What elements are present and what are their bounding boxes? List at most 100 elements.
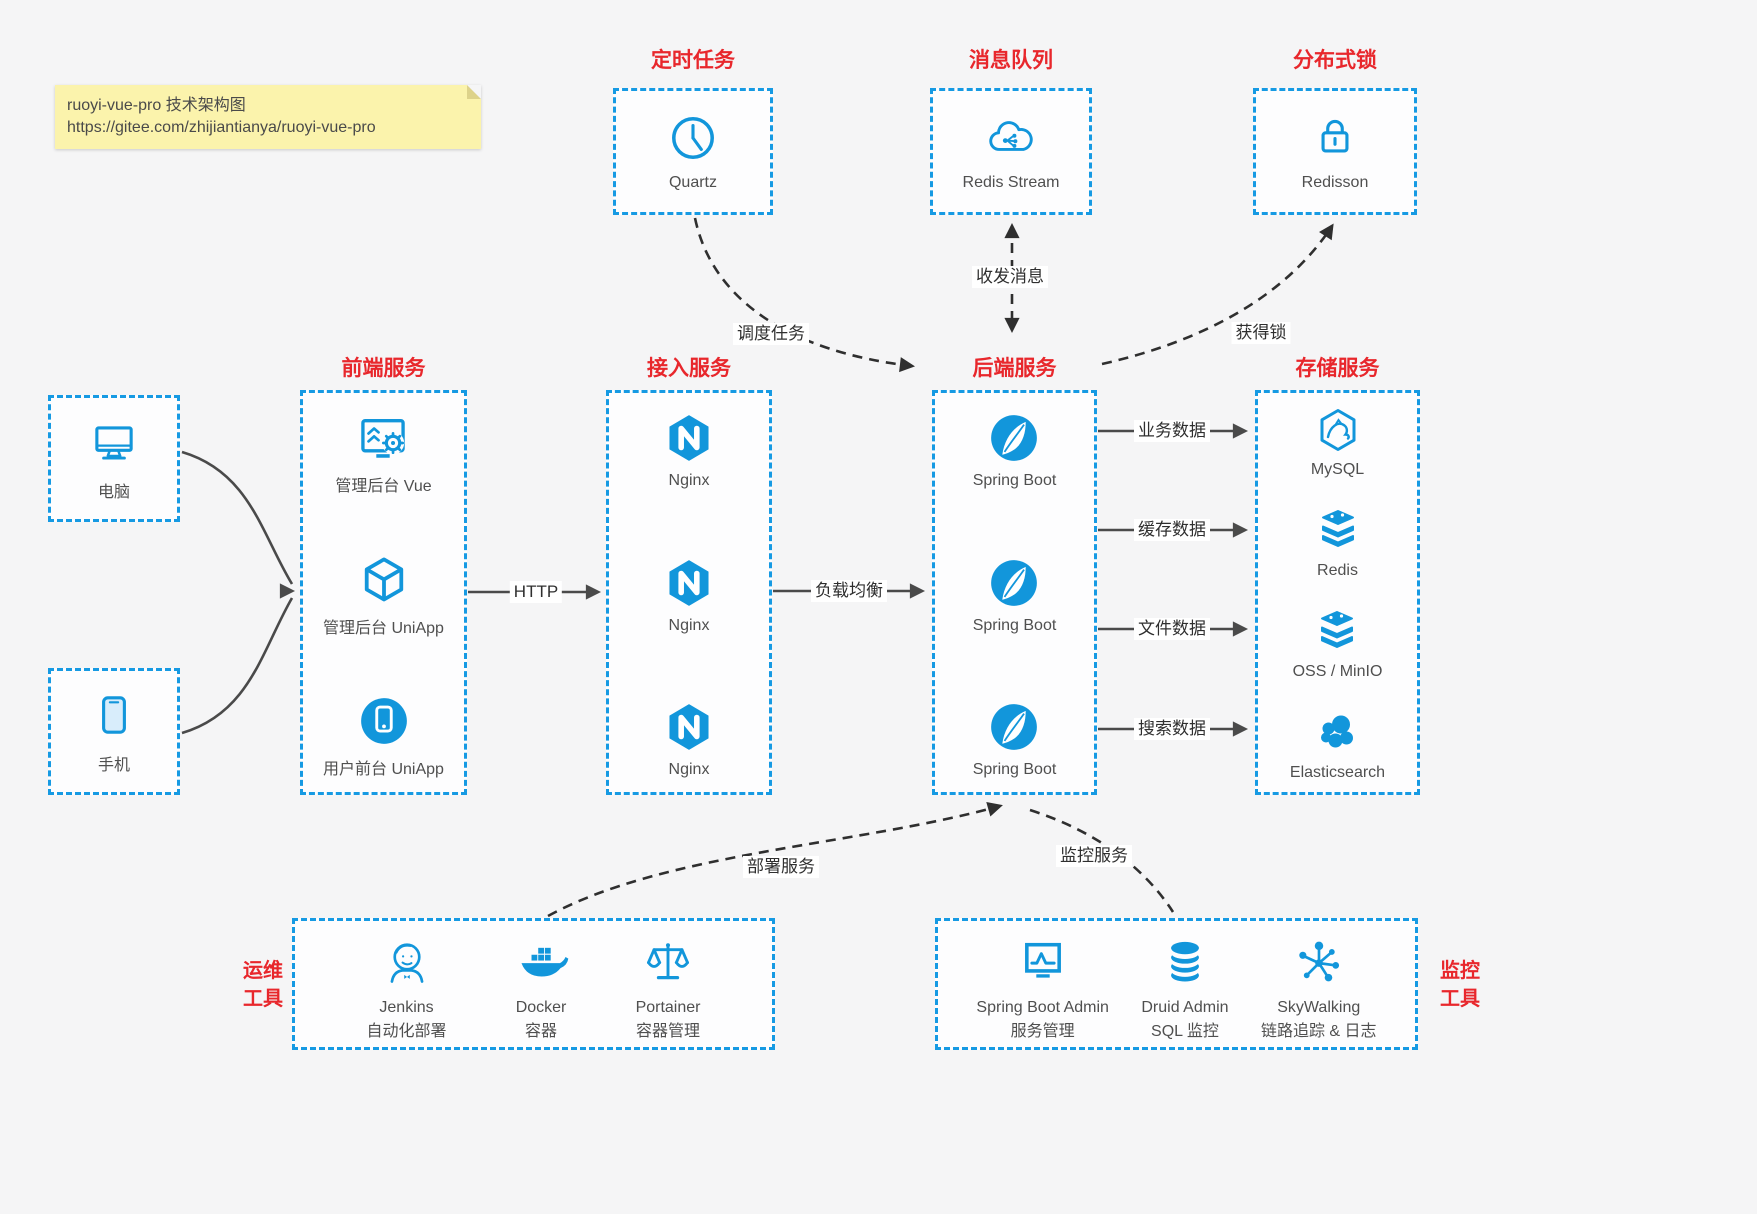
- portainer-icon: [647, 943, 689, 980]
- frontend-item-label: 用户前台 UniApp: [323, 761, 444, 778]
- storage-item-label: MySQL: [1310, 461, 1365, 478]
- elasticsearch-icon: [1320, 715, 1353, 748]
- mysql-icon: [1320, 409, 1355, 451]
- group-title-dlock: 分布式锁: [1293, 49, 1377, 72]
- sticky-note: ruoyi-vue-pro 技术架构图 https://gitee.com/zh…: [55, 85, 481, 149]
- monitoring-box: Spring Boot Admin 服务管理 Druid Admin SQL 监…: [935, 918, 1418, 1050]
- cloud-share-icon: [989, 121, 1033, 151]
- edge-label-file-data: 文件数据: [1134, 618, 1210, 640]
- lock-icon: [1321, 119, 1349, 153]
- monitoring-item-name: SkyWalking: [1277, 999, 1361, 1016]
- dlock-box: Redisson: [1253, 88, 1417, 215]
- edge-label-load-balance: 负载均衡: [811, 580, 887, 602]
- client-mobile-label: 手机: [97, 757, 130, 774]
- backend-item-spring-1: Spring Boot: [972, 409, 1057, 490]
- ops-item-name: Portainer: [635, 999, 701, 1016]
- ops-item-name: Jenkins: [379, 999, 434, 1016]
- edge-label-cache-data: 缓存数据: [1134, 519, 1210, 541]
- frontend-box: 管理后台 Vue 管理后台 UniApp 用户前台 UniApp: [300, 390, 467, 795]
- storage-item-mysql: MySQL: [1311, 404, 1364, 479]
- storage-item-oss-minio: OSS / MinIO: [1292, 606, 1383, 681]
- ops-item-desc: 容器: [525, 1023, 558, 1040]
- group-title-frontend: 前端服务: [341, 357, 426, 380]
- ops-item-desc: 自动化部署: [366, 1023, 447, 1040]
- note-title: ruoyi-vue-pro 技术架构图: [67, 97, 246, 114]
- monitoring-item-name: Druid Admin: [1141, 999, 1229, 1016]
- edge-label-acquire-lock: 获得锁: [1231, 322, 1291, 344]
- group-title-backend: 后端服务: [972, 357, 1057, 380]
- gateway-box: Nginx Nginx Nginx: [606, 390, 772, 795]
- monitoring-item-desc: SQL 监控: [1151, 1023, 1219, 1040]
- client-pc-box: 电脑: [48, 395, 180, 522]
- gateway-item-nginx-1: Nginx: [660, 409, 718, 490]
- backend-item-label: Spring Boot: [972, 616, 1057, 634]
- ops-item-desc: 容器管理: [636, 1023, 701, 1040]
- redis-icon: [1321, 510, 1354, 547]
- storage-item-redis: Redis: [1312, 505, 1364, 580]
- ops-side-label: 运维 工具: [243, 960, 283, 1010]
- edge-label-schedule-task: 调度任务: [733, 323, 809, 345]
- storage-item-label: Elasticsearch: [1289, 764, 1386, 781]
- clock-icon: [672, 117, 714, 159]
- frontend-item-label: 管理后台 Vue: [335, 478, 432, 495]
- gateway-item-label: Nginx: [668, 761, 710, 778]
- docker-icon: [521, 947, 569, 977]
- spring-boot-icon: [991, 704, 1038, 750]
- oss-minio-icon: [1321, 611, 1354, 648]
- edge-label-deploy-service: 部署服务: [743, 856, 819, 878]
- monitoring-item-desc: 链路追踪 & 日志: [1260, 1023, 1377, 1040]
- uniapp-cube-icon: [364, 556, 403, 601]
- edge-label-send-receive-message: 收发消息: [972, 266, 1048, 288]
- group-title-storage: 存储服务: [1295, 357, 1380, 380]
- edge-label-business-data: 业务数据: [1134, 420, 1210, 442]
- nginx-icon: [669, 704, 709, 750]
- edge-label-search-data: 搜索数据: [1134, 718, 1210, 740]
- ops-box: Jenkins 自动化部署 Docker 容器: [292, 918, 775, 1050]
- desktop-icon: [95, 426, 133, 460]
- user-app-icon: [360, 698, 407, 744]
- ops-item-name: Docker: [515, 999, 567, 1016]
- frontend-item-label: 管理后台 UniApp: [323, 619, 444, 637]
- monitoring-item-desc: 服务管理: [1010, 1023, 1075, 1040]
- backend-item-spring-3: Spring Boot: [972, 698, 1057, 779]
- group-title-gateway: 接入服务: [647, 357, 731, 380]
- smartphone-icon: [102, 696, 126, 734]
- frontend-item-admin-vue: 管理后台 Vue: [335, 409, 432, 496]
- storage-item-label: OSS / MinIO: [1292, 663, 1383, 680]
- edge-mobile-to-frontend: [181, 597, 294, 735]
- monitoring-item-druid: Druid Admin SQL 监控: [1141, 933, 1229, 1043]
- druid-icon: [1171, 941, 1199, 982]
- springboot-admin-icon: [1024, 942, 1061, 978]
- storage-item-elasticsearch: Elasticsearch: [1290, 707, 1385, 782]
- skywalking-icon: [1298, 941, 1339, 982]
- nginx-icon: [669, 415, 709, 461]
- scheduler-label: Quartz: [668, 174, 717, 191]
- frontend-item-user-uniapp: 用户前台 UniApp: [323, 692, 444, 779]
- dlock-label: Redisson: [1301, 174, 1369, 191]
- gateway-item-nginx-2: Nginx: [660, 554, 718, 635]
- note-url: https://gitee.com/zhijiantianya/ruoyi-vu…: [67, 119, 376, 136]
- client-mobile-box: 手机: [48, 668, 180, 795]
- backend-item-label: Spring Boot: [972, 472, 1057, 489]
- backend-item-spring-2: Spring Boot: [972, 554, 1057, 635]
- edge-pc-to-frontend: [181, 450, 294, 585]
- mq-label: Redis Stream: [962, 174, 1060, 191]
- spring-boot-icon: [991, 415, 1038, 461]
- ops-item-docker: Docker 容器: [512, 933, 570, 1043]
- monitoring-item-name: Spring Boot Admin: [976, 999, 1109, 1016]
- monitoring-item-skywalking: SkyWalking 链路追踪 & 日志: [1261, 933, 1377, 1043]
- nginx-icon: [669, 559, 709, 606]
- group-title-scheduler: 定时任务: [651, 49, 735, 72]
- gateway-item-nginx-3: Nginx: [660, 698, 718, 779]
- gateway-item-label: Nginx: [668, 472, 710, 489]
- scheduler-box: Quartz: [613, 88, 773, 215]
- backend-item-label: Spring Boot: [972, 761, 1057, 778]
- monitoring-side-label: 监控 工具: [1440, 960, 1480, 1010]
- mq-box: Redis Stream: [930, 88, 1092, 215]
- monitoring-item-sbadmin: Spring Boot Admin 服务管理: [976, 933, 1109, 1043]
- ops-item-jenkins: Jenkins 自动化部署: [367, 933, 447, 1043]
- ops-item-portainer: Portainer 容器管理: [635, 933, 701, 1043]
- group-title-mq: 消息队列: [969, 49, 1053, 72]
